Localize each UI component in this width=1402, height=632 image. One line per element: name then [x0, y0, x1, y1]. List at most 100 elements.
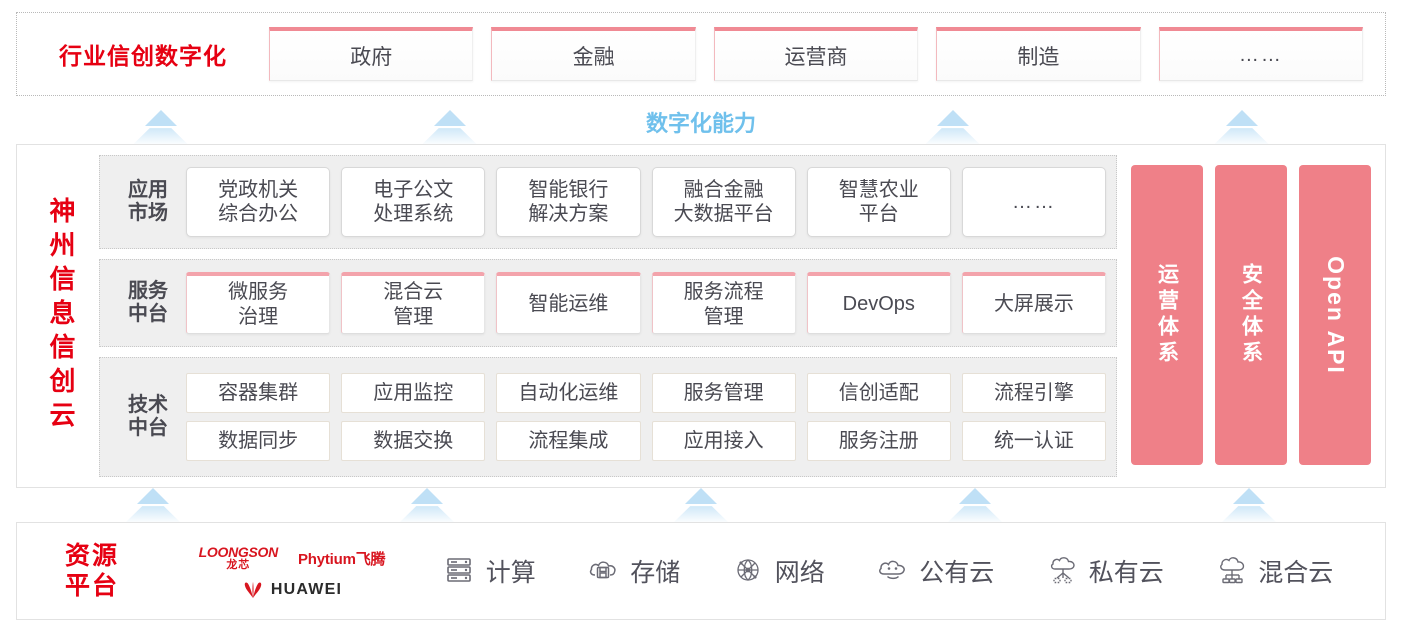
up-arrow-icon: [926, 110, 980, 144]
logo-phytium: Phytium飞腾: [297, 550, 386, 568]
pillar-group: 运营体系 安全体系 Open API: [1127, 155, 1371, 477]
layer-label-application-market: 应用市场: [110, 179, 186, 225]
card-application-access[interactable]: 应用接入: [651, 421, 796, 461]
server-icon: [443, 554, 477, 588]
resource-item-compute-label: 计算: [485, 559, 536, 587]
card-data-exchange[interactable]: 数据交换: [341, 421, 486, 461]
layer-label-line1: 应用: [128, 179, 168, 201]
layer-label-line2: 市场: [128, 202, 168, 224]
tech-card-row: 容器集群应用监控自动化运维服务管理信创适配流程引擎: [186, 373, 1107, 413]
card-party-government-office[interactable]: 党政机关综合办公: [186, 167, 331, 237]
card-intelligent-operations[interactable]: 智能运维: [496, 272, 641, 334]
tech-card-row: 数据同步数据交换流程集成应用接入服务注册统一认证: [186, 421, 1107, 461]
logo-loongson-cn: 龙芯: [226, 559, 251, 571]
vendor-logo-row-1: LOONGSON 龙芯 Phytium飞腾: [199, 545, 386, 571]
public-cloud-icon: [876, 554, 910, 588]
up-arrow-icon: [1215, 110, 1269, 144]
private-cloud-icon: [1046, 554, 1080, 588]
card-process-integration[interactable]: 流程集成: [496, 421, 641, 461]
card-service-process-management[interactable]: 服务流程管理: [651, 272, 796, 334]
pillar-open-api[interactable]: Open API: [1299, 165, 1371, 465]
cloud-panel-title-text: 神州信息信创云: [46, 197, 76, 435]
cloud-storage-icon: [587, 554, 621, 588]
arrow-slot: [305, 104, 594, 144]
card-automated-operations[interactable]: 自动化运维: [496, 373, 641, 413]
industry-card-list: 政府金融运营商制造 ……: [269, 27, 1385, 81]
up-arrow-icon: [400, 488, 454, 522]
pillar-operations-system-label: 运营体系: [1155, 263, 1179, 367]
cloud-panel: 神州信息信创云 应用市场党政机关综合办公电子公文处理系统智能银行解决方案融合金融…: [16, 144, 1386, 488]
network-icon: [732, 554, 766, 588]
card-hybrid-cloud-management[interactable]: 混合云管理: [341, 272, 486, 334]
card-service-registry[interactable]: 服务注册: [806, 421, 951, 461]
industry-card-manufacturing[interactable]: 制造: [936, 27, 1141, 81]
up-arrow-icon: [1222, 488, 1276, 522]
card-smart-agriculture-platform[interactable]: 智慧农业平台: [806, 167, 951, 237]
resource-item-private-cloud-label: 私有云: [1088, 559, 1164, 587]
card-unified-authentication[interactable]: 统一认证: [961, 421, 1107, 461]
cloud-panel-title: 神州信息信创云: [17, 145, 91, 487]
card-container-cluster[interactable]: 容器集群: [186, 373, 331, 413]
vendor-logo-group: LOONGSON 龙芯 Phytium飞腾 HUAWEI: [167, 543, 417, 599]
industry-band-title: 行业信创数字化: [59, 43, 227, 69]
pillar-security-system-label: 安全体系: [1239, 263, 1263, 367]
industry-band: 行业信创数字化 政府金融运营商制造 ……: [16, 12, 1386, 96]
card-fintech-bigdata-platform[interactable]: 融合金融大数据平台: [651, 167, 796, 237]
card-row: 党政机关综合办公电子公文处理系统智能银行解决方案融合金融大数据平台智慧农业平台……: [186, 167, 1107, 237]
resource-item-hybrid-cloud-label: 混合云: [1258, 559, 1334, 587]
cloud-panel-body: 应用市场党政机关综合办公电子公文处理系统智能银行解决方案融合金融大数据平台智慧农…: [91, 145, 1385, 487]
up-arrow-icon: [134, 110, 188, 144]
layer-label-technology-platform: 技术中台: [110, 394, 186, 440]
industry-card-more[interactable]: ……: [1158, 27, 1364, 81]
arrow-slot: [838, 486, 1112, 522]
arrow-slot: [16, 104, 305, 144]
up-arrow-icon: [126, 488, 180, 522]
digital-capability-arrow-strip: 数字化能力: [16, 104, 1386, 144]
card-xinchuang-adaptation[interactable]: 信创适配: [806, 373, 951, 413]
resource-item-public-cloud[interactable]: 公有云: [876, 553, 994, 589]
arrow-slot: [564, 486, 838, 522]
resource-item-network[interactable]: 网络: [732, 553, 825, 589]
layer-technology-platform: 技术中台容器集群应用监控自动化运维服务管理信创适配流程引擎数据同步数据交换流程集…: [99, 357, 1117, 477]
resource-item-private-cloud[interactable]: 私有云: [1046, 553, 1164, 589]
digital-capability-label: 数字化能力: [646, 111, 757, 136]
card-process-engine[interactable]: 流程引擎: [961, 373, 1107, 413]
layer-label-line2: 中台: [128, 303, 168, 325]
card-more[interactable]: ……: [961, 167, 1107, 237]
resource-item-hybrid-cloud[interactable]: 混合云: [1215, 553, 1333, 589]
layer-label-service-platform: 服务中台: [110, 280, 186, 326]
card-smart-bank-solution[interactable]: 智能银行解决方案: [496, 167, 641, 237]
industry-card-carrier[interactable]: 运营商: [713, 27, 919, 81]
logo-huawei: HUAWEI: [242, 581, 342, 599]
huawei-flower-icon: [242, 581, 264, 599]
up-arrow-icon: [674, 488, 728, 522]
pillar-operations-system[interactable]: 运营体系: [1131, 165, 1203, 465]
resource-item-storage[interactable]: 存储: [587, 553, 680, 589]
card-microservice-governance[interactable]: 微服务治理: [186, 272, 331, 334]
resource-title-line2: 平台: [64, 572, 119, 600]
card-application-monitoring[interactable]: 应用监控: [341, 373, 486, 413]
pillar-security-system[interactable]: 安全体系: [1215, 165, 1287, 465]
tech-card-rows: 容器集群应用监控自动化运维服务管理信创适配流程引擎数据同步数据交换流程集成应用接…: [186, 373, 1107, 461]
arrow-slot: [1097, 104, 1386, 144]
card-data-sync[interactable]: 数据同步: [186, 421, 331, 461]
resource-item-compute[interactable]: 计算: [443, 553, 536, 589]
resource-panel-title: 资源 平台: [17, 541, 167, 601]
pillar-open-api-label: Open API: [1322, 255, 1349, 375]
arrow-slot: [1112, 486, 1386, 522]
layer-application-market: 应用市场党政机关综合办公电子公文处理系统智能银行解决方案融合金融大数据平台智慧农…: [99, 155, 1117, 249]
card-electronic-document-system[interactable]: 电子公文处理系统: [341, 167, 486, 237]
card-devops[interactable]: DevOps: [806, 272, 951, 334]
arrow-slot: [16, 486, 290, 522]
logo-loongson-en: LOONGSON: [198, 544, 279, 560]
industry-card-government[interactable]: 政府: [269, 27, 474, 81]
card-service-management[interactable]: 服务管理: [651, 373, 796, 413]
industry-card-finance[interactable]: 金融: [491, 27, 696, 81]
resource-item-public-cloud-label: 公有云: [919, 559, 995, 587]
logo-huawei-text: HUAWEI: [270, 581, 343, 598]
up-arrow-icon: [948, 488, 1002, 522]
resource-title-line1: 资源: [64, 542, 119, 570]
card-large-screen-display[interactable]: 大屏展示: [961, 272, 1107, 334]
